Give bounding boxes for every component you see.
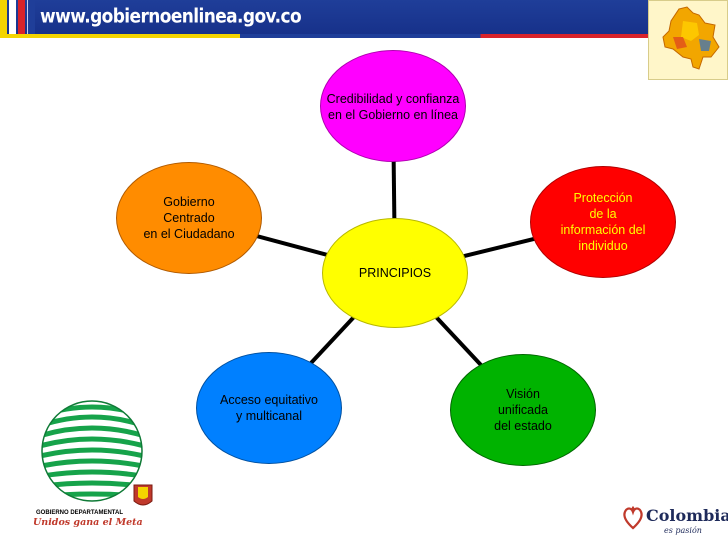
node-proteccion: Protección de la información del individ… [530, 166, 676, 278]
center-node-principios: PRINCIPIOS [322, 218, 468, 328]
center-node-label: PRINCIPIOS [358, 266, 432, 280]
node-proteccion-label: Protección de la información del individ… [560, 191, 646, 253]
node-gobierno-centrado: Gobierno Centrado en el Ciudadano [116, 162, 262, 274]
node-vision: Visión unificada del estado [450, 354, 596, 466]
departmental-logo-line1: GOBIERNO DEPARTAMENTAL [36, 510, 123, 516]
node-vision-label: Visión unificada del estado [494, 387, 552, 433]
colombia-brand-word: Colombia® [646, 506, 728, 525]
node-gobierno-centrado-label: Gobierno Centrado en el Ciudadano [143, 195, 235, 241]
site-header: www.gobiernoenlinea.gov.co [0, 0, 728, 34]
colombia-brand-tagline: es pasión [664, 526, 702, 535]
colombia-brand-text: Colombia [646, 506, 728, 525]
node-acceso-label: Acceso equitativo y multicanal [220, 393, 318, 423]
green-globe-icon [26, 397, 166, 527]
departmental-logo-line2: Unidos gana el Meta [33, 517, 143, 528]
coat-of-arms-icon [133, 484, 153, 506]
colombia-map-icon [662, 6, 720, 70]
flag-stripes [0, 0, 37, 34]
node-credibilidad: Credibilidad y confianza en el Gobierno … [320, 50, 466, 162]
node-credibilidad-label: Credibilidad y confianza en el Gobierno … [326, 92, 460, 122]
heart-flame-icon [623, 506, 643, 530]
site-url[interactable]: www.gobiernoenlinea.gov.co [40, 5, 302, 28]
header-color-band [0, 34, 728, 38]
node-acceso: Acceso equitativo y multicanal [196, 352, 342, 464]
